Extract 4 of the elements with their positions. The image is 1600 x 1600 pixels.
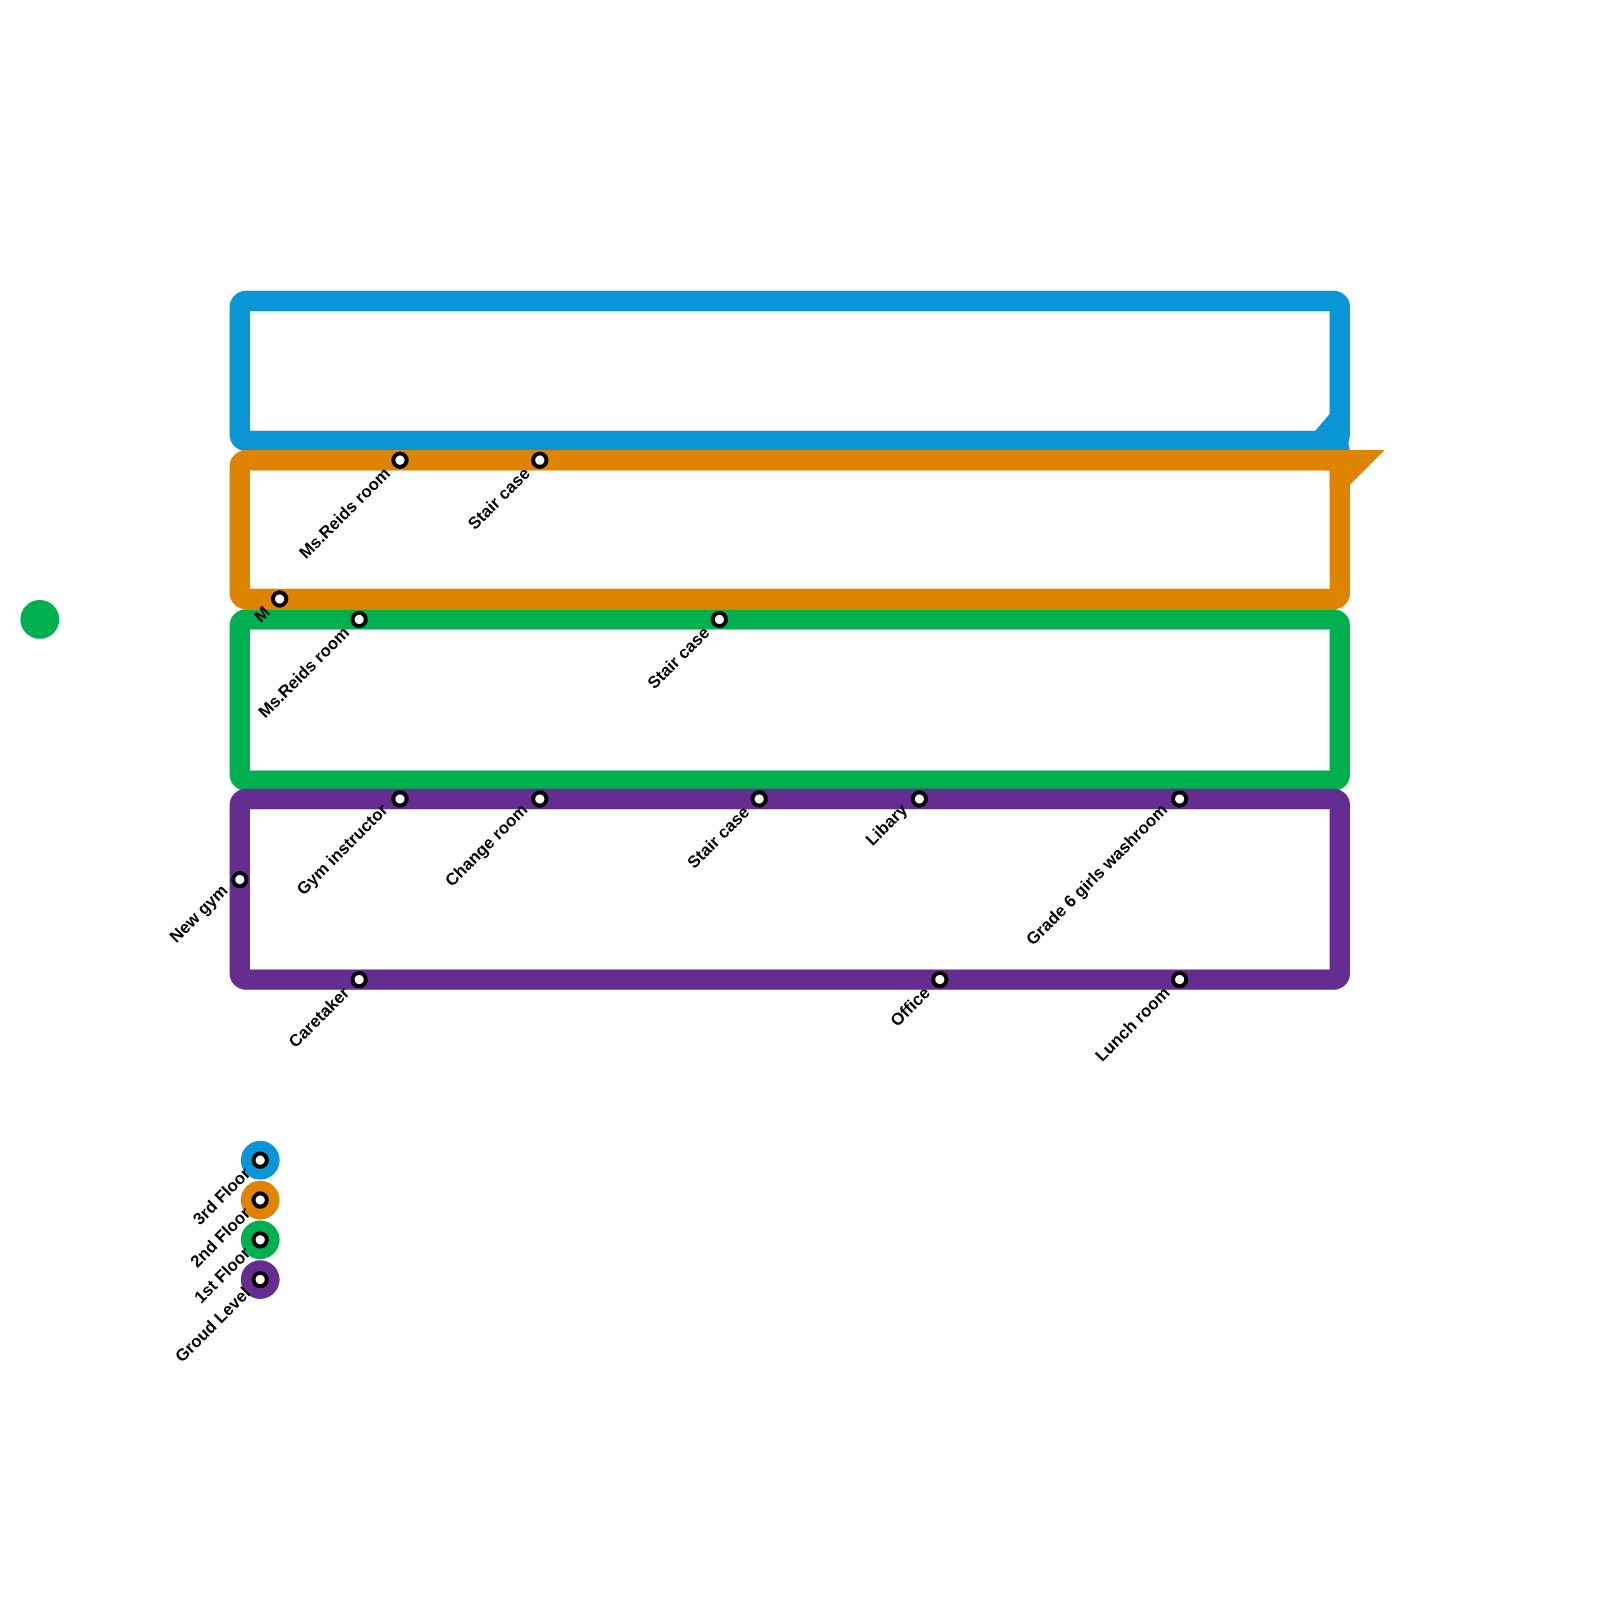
dot — [20, 600, 60, 639]
floor-track — [229, 290, 1350, 452]
floor-track — [229, 788, 1350, 990]
station-label: M — [253, 605, 271, 623]
